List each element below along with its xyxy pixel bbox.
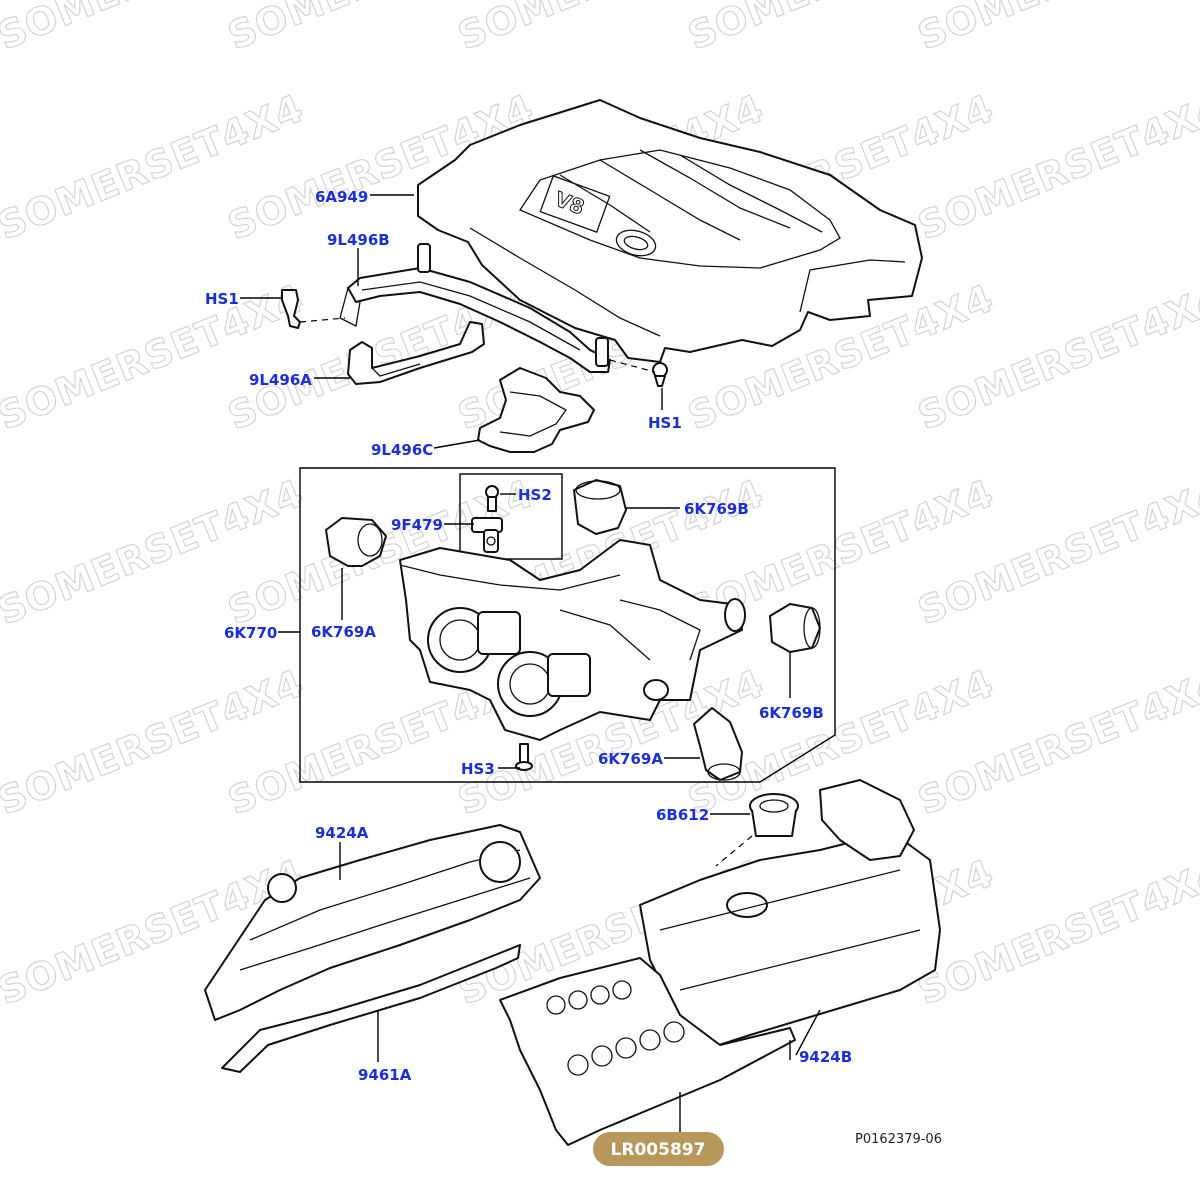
assembly-line — [715, 835, 753, 867]
callout-hs2: HS2 — [518, 486, 552, 504]
callout-labels: 6A949 9L496B HS1 9L496A HS1 9L496C HS2 9… — [205, 188, 852, 1084]
figure-reference: P0162379-06 — [855, 1132, 942, 1147]
bracket-9l496b — [339, 243, 611, 373]
engine-cover: V8 — [417, 99, 923, 363]
oil-cap-6b612 — [749, 793, 799, 837]
callout-6b612: 6B612 — [656, 806, 709, 824]
callout-9l496c: 9L496C — [371, 441, 433, 459]
callout-9461a: 9461A — [358, 1066, 412, 1084]
bracket-9l496a — [347, 321, 485, 385]
intake-assembly-frame — [299, 467, 836, 783]
hose-6k769b-top — [573, 479, 627, 535]
callout-6k770: 6K770 — [224, 624, 277, 642]
badge-background — [593, 1132, 724, 1166]
callout-9424b: 9424B — [799, 1048, 852, 1066]
callout-hs1-right: HS1 — [648, 414, 682, 432]
callout-6k769b-right: 6K769B — [759, 704, 824, 722]
callout-hs3: HS3 — [461, 760, 495, 778]
callout-hs1-left: HS1 — [205, 290, 239, 308]
part-number-badge[interactable]: LR005897 — [593, 1132, 724, 1166]
bolt-hs1-right — [652, 362, 668, 387]
hose-6k769b-right — [769, 603, 821, 653]
callout-9f479: 9F479 — [391, 516, 443, 534]
gasket-9461a — [221, 944, 521, 1073]
callout-6k769b-top: 6K769B — [684, 500, 749, 518]
throttle-housing-6k770 — [399, 539, 746, 741]
bracket-9l496c — [477, 367, 595, 453]
callout-6a949: 6A949 — [315, 188, 368, 206]
gasket-large — [499, 957, 796, 1146]
hose-6k769a-left — [325, 517, 387, 567]
assembly-line — [609, 359, 656, 373]
sensor-sub-box — [459, 473, 563, 560]
watermark: SOMERSET4X4 — [912, 0, 1200, 58]
leader-lines — [240, 194, 821, 1138]
hose-6k769a-bottom — [693, 707, 743, 781]
badge-label: LR005897 — [611, 1140, 706, 1160]
map-sensor-9f479 — [471, 517, 503, 553]
callout-9l496b: 9L496B — [327, 231, 390, 249]
callout-6k769a-bottom: 6K769A — [598, 750, 663, 768]
intake-manifold-9424b — [639, 779, 941, 1049]
assembly-line — [299, 317, 346, 323]
bolt-hs1-left — [281, 289, 301, 329]
callout-6k769a-left: 6K769A — [311, 623, 376, 641]
bolt-hs2 — [485, 485, 499, 512]
callout-9l496a: 9L496A — [249, 371, 312, 389]
intake-manifold-9424a — [204, 824, 541, 1021]
callout-9424a: 9424A — [315, 824, 369, 842]
